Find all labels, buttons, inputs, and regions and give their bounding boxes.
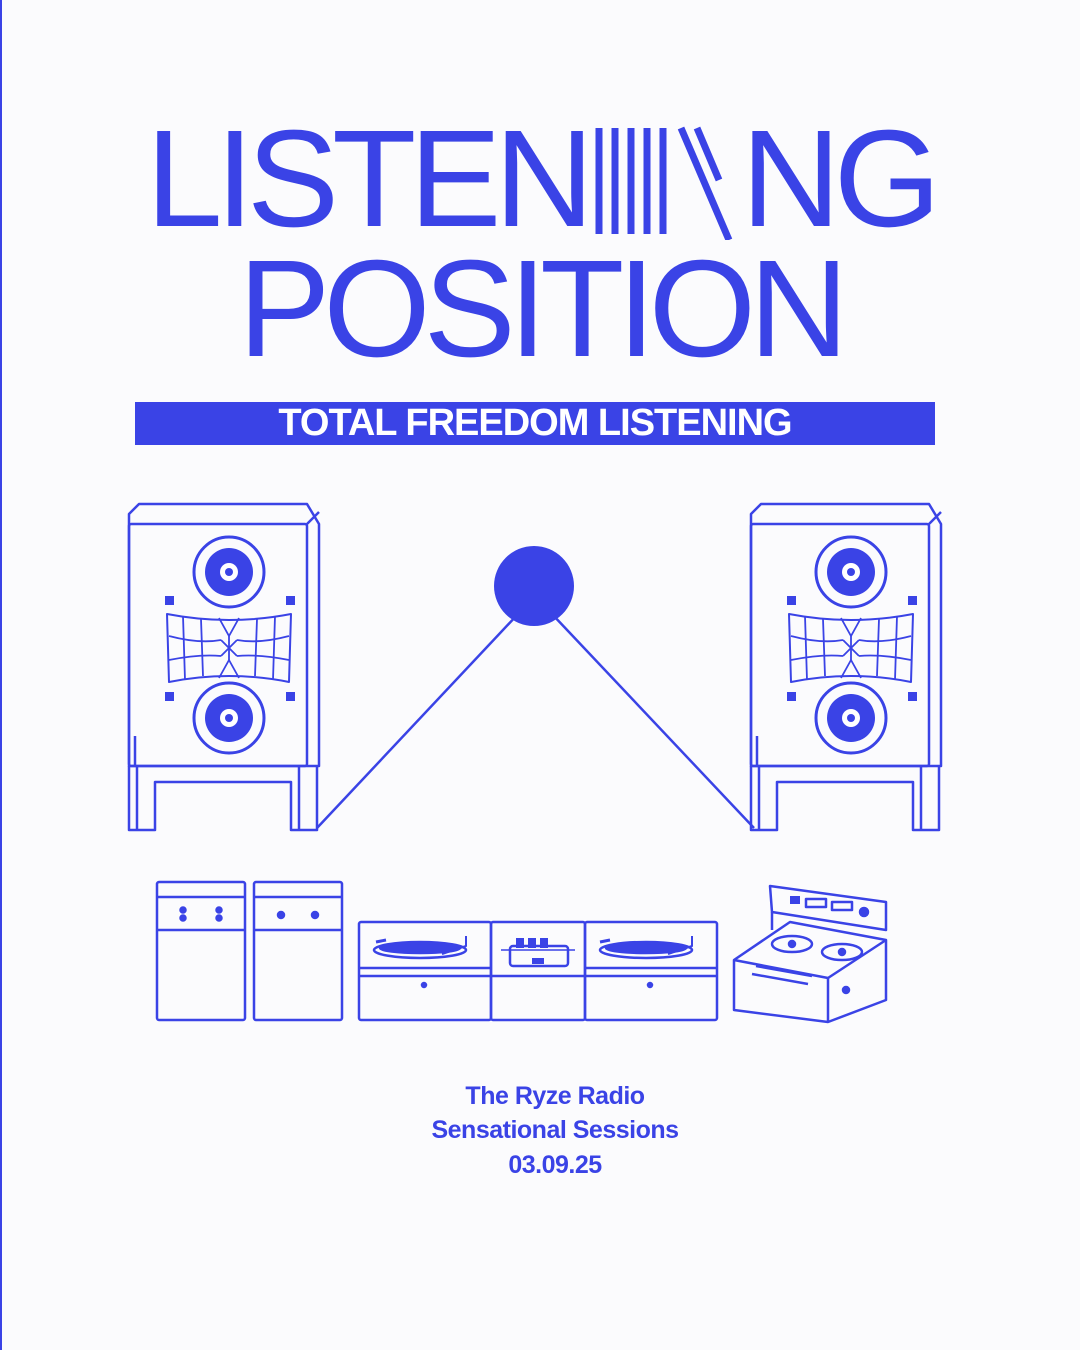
- listener-dot-icon: [494, 546, 574, 626]
- title-suffix: NG: [741, 102, 941, 256]
- right-speaker-icon: [749, 502, 943, 832]
- stripes-i-icon: [595, 126, 733, 240]
- reel-to-reel-tape-icon: [732, 884, 888, 1024]
- turntable-icon: [357, 920, 493, 1022]
- turntable-icon: [583, 920, 719, 1022]
- left-edge-line: [0, 0, 2, 1350]
- title-prefix: LISTEN: [145, 102, 594, 256]
- left-sound-line: [316, 613, 519, 829]
- left-speaker-icon: [127, 502, 321, 832]
- dj-mixer-icon: [489, 920, 587, 1022]
- show-name: The Ryze Radio: [465, 1082, 645, 1110]
- tagline-banner: TOTAL FREEDOM LISTENING: [135, 402, 935, 445]
- session-name: Sensational Sessions: [431, 1116, 679, 1144]
- amplifier-icon: [155, 880, 247, 1022]
- title-line-2: POSITION: [238, 232, 848, 386]
- event-date: 03.09.25: [508, 1151, 602, 1179]
- amplifier-icon: [252, 880, 344, 1022]
- right-sound-line: [551, 613, 755, 829]
